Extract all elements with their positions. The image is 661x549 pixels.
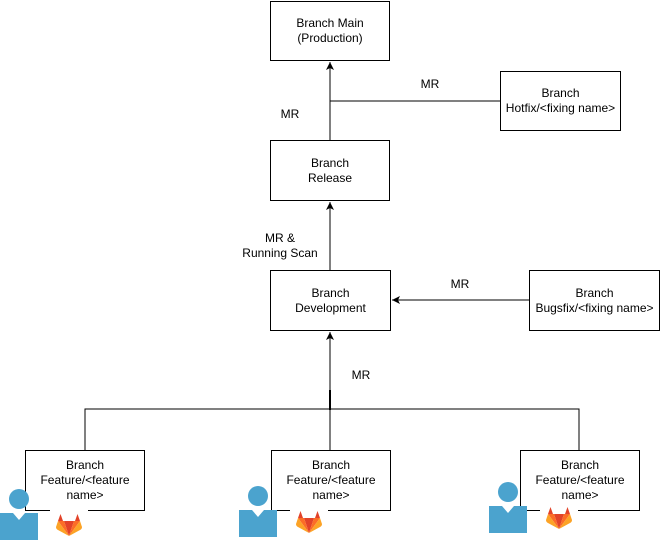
edge-feature-bus (84, 408, 580, 450)
edge-label-dev-to-release: MR & Running Scan (236, 231, 324, 261)
node-feature-line2: Feature/<feature (535, 473, 625, 487)
node-feature-1[interactable]: Branch Feature/<feature name> (25, 450, 145, 511)
node-feature-line1: Branch (311, 458, 351, 472)
user-icon (0, 489, 38, 540)
node-feature-line2: Feature/<feature (286, 473, 376, 487)
node-feature-line3: name> (561, 488, 599, 502)
node-hotfix-line1: Branch (541, 86, 580, 100)
node-release-line1: Branch (310, 155, 350, 170)
node-development-line1: Branch (311, 285, 350, 300)
user-icon (489, 482, 527, 533)
node-main-line2: (Production) (297, 31, 363, 45)
gitlab-icon (540, 500, 578, 538)
edge-label-release-to-main: MR (280, 107, 300, 121)
node-feature-line1: Branch (65, 458, 105, 472)
edge-label-dev-to-release-line1: MR & (265, 231, 295, 245)
edge-label-dev-to-release-line2: Running Scan (242, 246, 318, 260)
node-bugsfix[interactable]: Branch Bugsfix/<fixing name> (529, 270, 660, 331)
node-feature-line3: name> (312, 488, 350, 502)
gitlab-icon (50, 507, 88, 545)
node-feature-line1: Branch (560, 458, 600, 472)
node-feature-line2: Feature/<feature (40, 473, 130, 487)
edge-label-bugsfix-to-dev: MR (450, 277, 470, 291)
gitlab-icon (290, 504, 328, 542)
node-hotfix[interactable]: Branch Hotfix/<fixing name> (500, 71, 621, 131)
node-release[interactable]: Branch Release (270, 140, 390, 201)
edge-label-features-to-dev: MR (351, 368, 371, 382)
node-bugsfix-line2: Bugsfix/<fixing name> (535, 300, 654, 315)
node-development[interactable]: Branch Development (270, 270, 391, 331)
node-bugsfix-line1: Branch (575, 285, 614, 300)
user-icon (239, 486, 277, 537)
node-hotfix-line2: Hotfix/<fixing name> (505, 101, 616, 115)
node-main[interactable]: Branch Main (Production) (270, 1, 390, 61)
node-feature-3[interactable]: Branch Feature/<feature name> (520, 450, 640, 511)
node-development-line2: Development (295, 300, 366, 315)
edge-label-hotfix-to-main: MR (420, 77, 440, 91)
node-feature-2[interactable]: Branch Feature/<feature name> (271, 450, 391, 511)
node-feature-line3: name> (66, 488, 104, 502)
node-main-line1: Branch Main (296, 16, 364, 30)
node-release-line2: Release (307, 170, 353, 185)
